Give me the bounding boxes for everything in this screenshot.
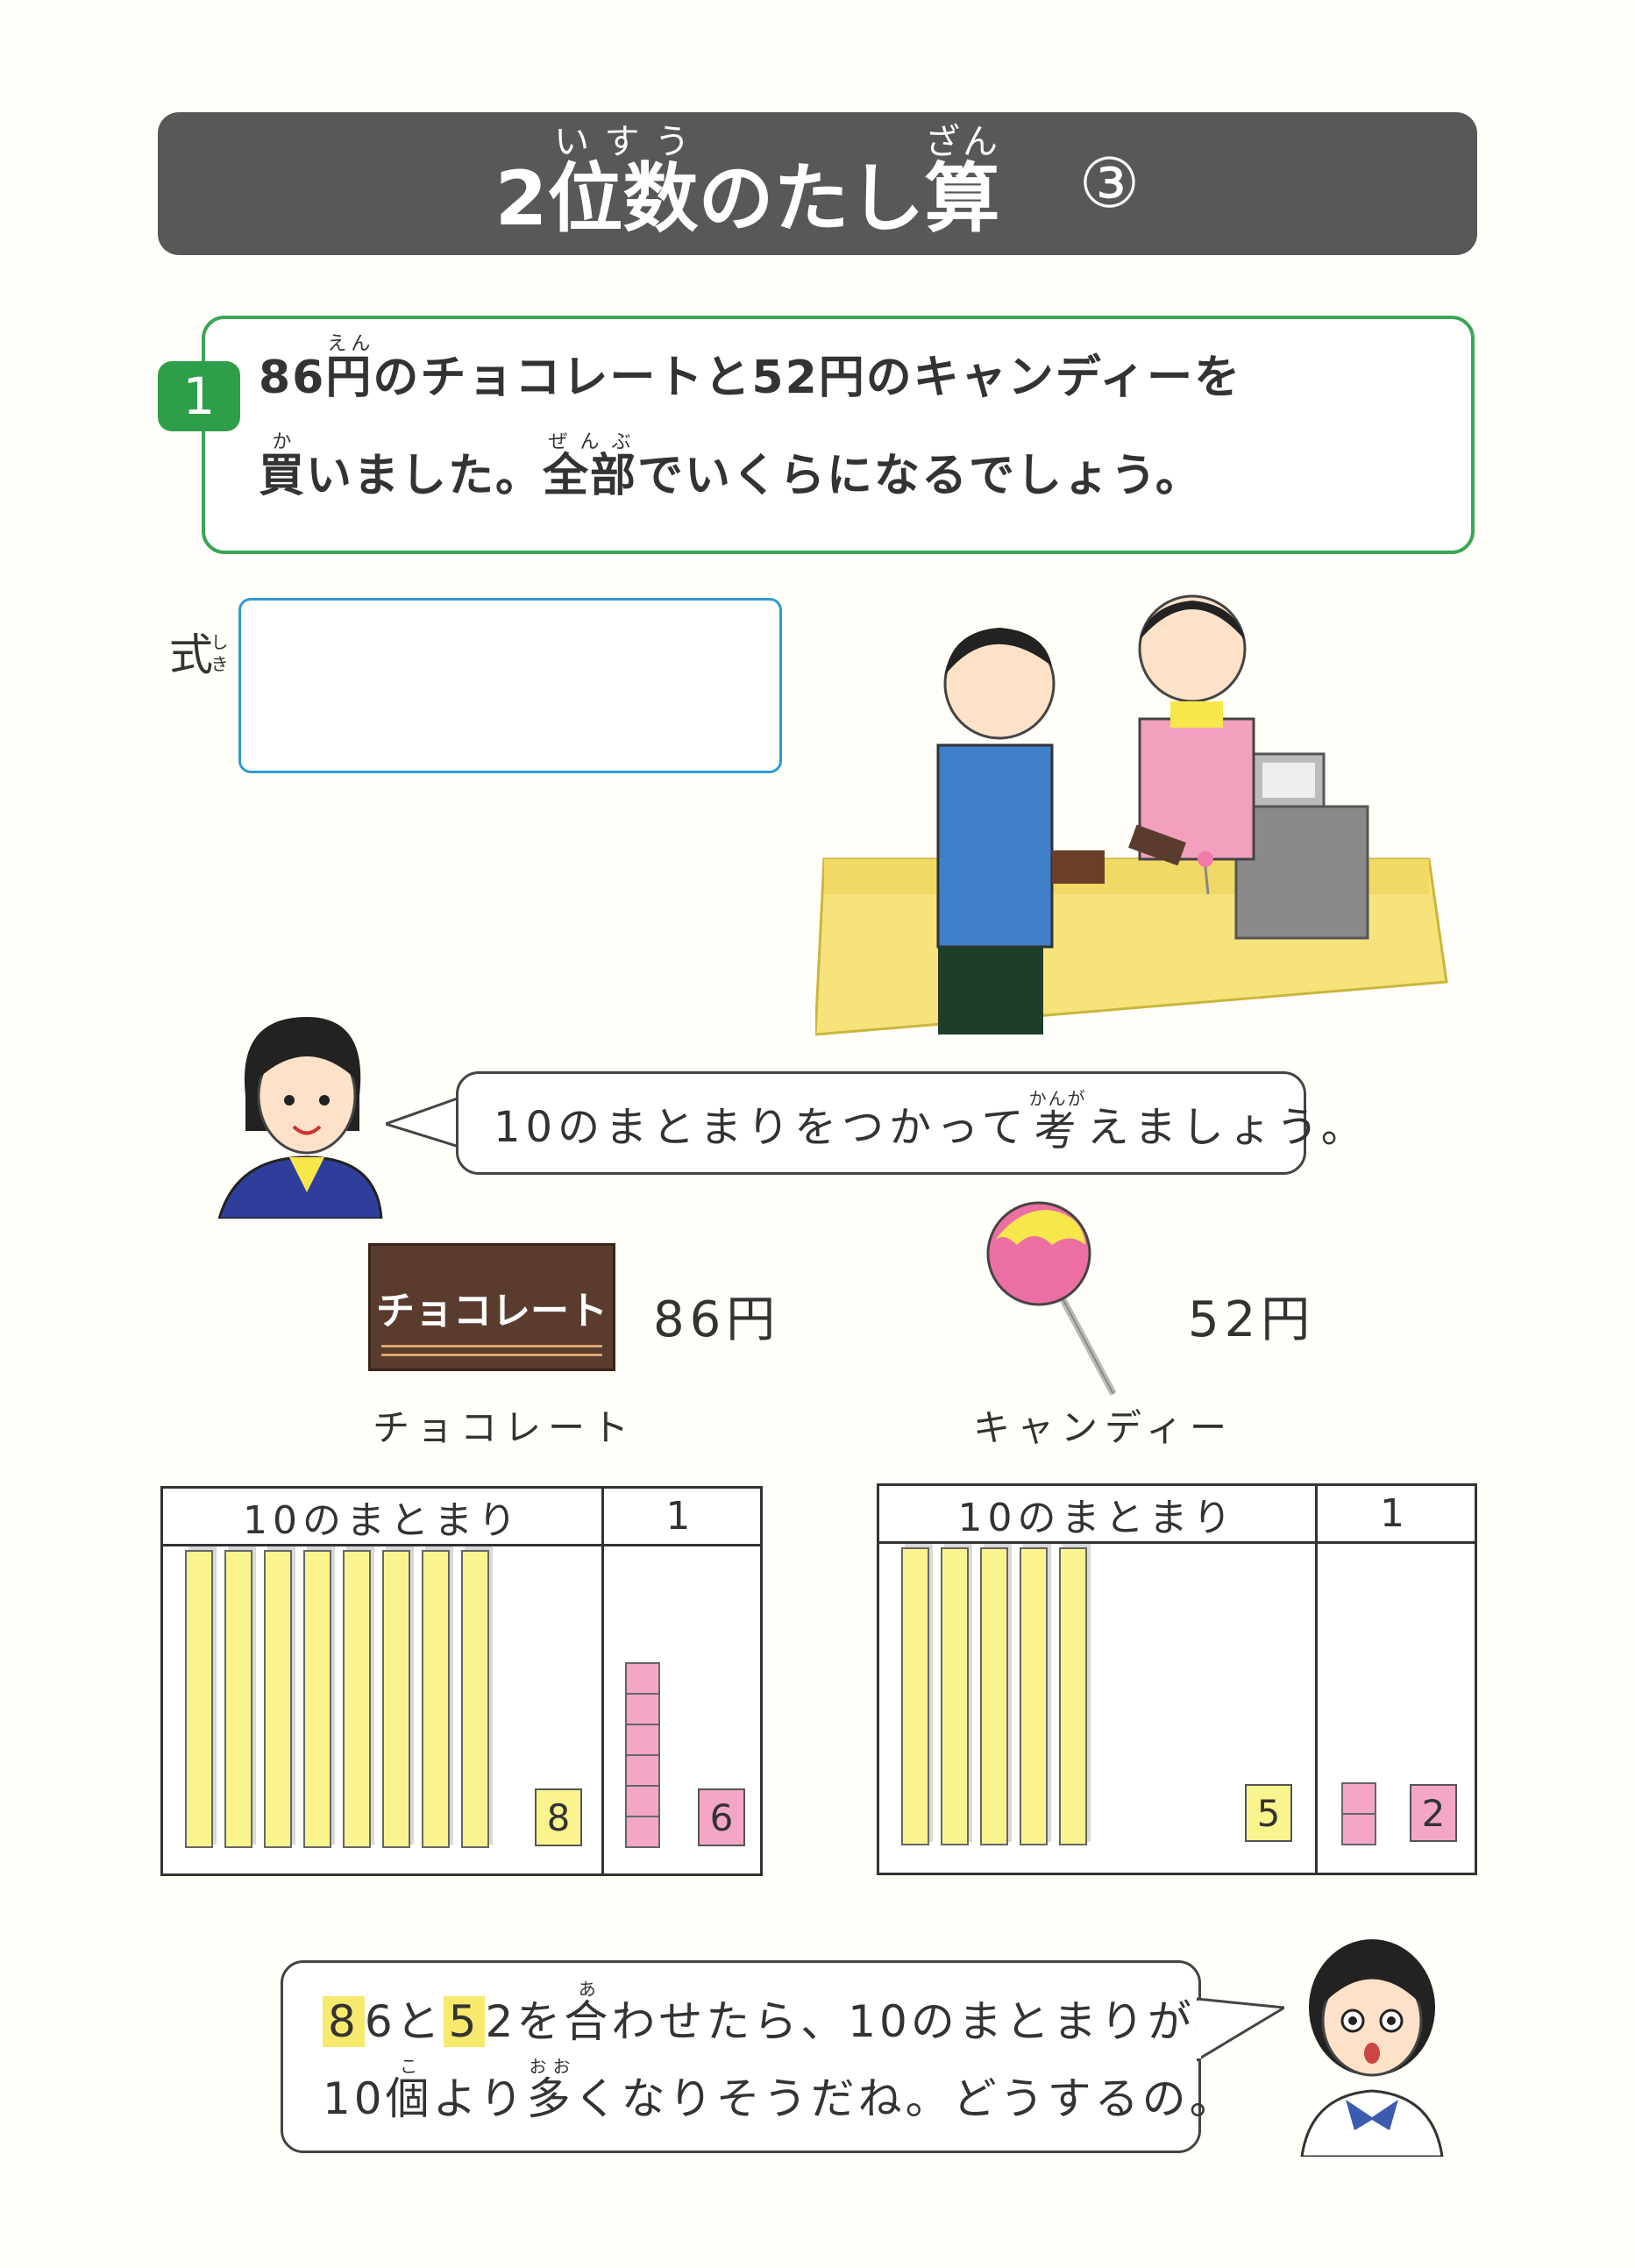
problem-box	[202, 316, 1475, 554]
teacher-bubble-tail	[386, 1094, 465, 1150]
title-banner: 2位数いすうのたし算ざん ③	[158, 112, 1477, 255]
student-bubble-tail	[1197, 1997, 1284, 2062]
tens-count-box: 5	[1245, 1784, 1292, 1842]
candy-price: 52円	[1188, 1291, 1316, 1348]
ones-count-box: 6	[698, 1788, 745, 1846]
table-header-tens: 10のまとまり	[163, 1489, 601, 1546]
table-header-ones: 1	[1315, 1486, 1475, 1544]
formula-answer-box[interactable]	[238, 598, 782, 773]
ten-rod	[941, 1547, 969, 1845]
problem-line-2: 買かいました。全部ぜんぶでいくらになるでしょう。	[259, 431, 1203, 502]
ten-rod	[382, 1550, 410, 1848]
chocolate-bar-image: チョコレート	[368, 1243, 615, 1371]
candy-illustration	[986, 1201, 1117, 1396]
chocolate-price: 86円	[653, 1291, 781, 1348]
ten-rod	[901, 1547, 929, 1845]
ten-rod	[264, 1550, 292, 1848]
chocolate-name: チョコレート	[373, 1406, 636, 1449]
ten-rod	[224, 1550, 252, 1848]
shop-counter-illustration	[815, 594, 1448, 1036]
ten-rod	[422, 1550, 450, 1848]
problem-number-badge: 1	[158, 361, 240, 431]
ten-rod	[343, 1550, 371, 1848]
one-cubes-stack	[1341, 1782, 1376, 1845]
tens-count-box: 8	[535, 1788, 582, 1846]
student-bubble-line-2: 10個こより多おおくなりそうだね。どうするの。	[323, 2056, 1237, 2124]
teacher-speech-bubble: 10のまとまりをつかって考かんがえましょう。	[456, 1071, 1363, 1175]
table-header-ones: 1	[601, 1489, 760, 1546]
candy-name: キャンディー	[973, 1406, 1234, 1449]
ten-rod	[185, 1550, 213, 1848]
formula-label: 式しき	[162, 631, 229, 675]
ten-rod	[303, 1550, 331, 1848]
place-value-table-candy: 10のまとまり 1 5 2	[877, 1483, 1477, 1875]
problem-line-1: 86円えんのチョコレートと52円のキャンディーを	[259, 333, 1242, 404]
ten-rod	[1020, 1547, 1048, 1845]
teacher-illustration	[217, 1017, 383, 1219]
ones-count-box: 2	[1410, 1784, 1457, 1842]
student-illustration	[1300, 1939, 1444, 2157]
title-text: 2位数いすうのたし算ざん	[494, 121, 1000, 243]
table-header-tens: 10のまとまり	[879, 1486, 1315, 1544]
place-value-table-chocolate: 10のまとまり 1 8 6	[160, 1486, 763, 1876]
one-cubes-stack	[625, 1662, 660, 1848]
ten-rod	[980, 1547, 1008, 1845]
table-divider	[1315, 1486, 1318, 1873]
title-number: ③	[1078, 144, 1141, 224]
ten-rod	[461, 1550, 489, 1848]
table-divider	[601, 1489, 604, 1873]
ten-rod	[1059, 1547, 1087, 1845]
